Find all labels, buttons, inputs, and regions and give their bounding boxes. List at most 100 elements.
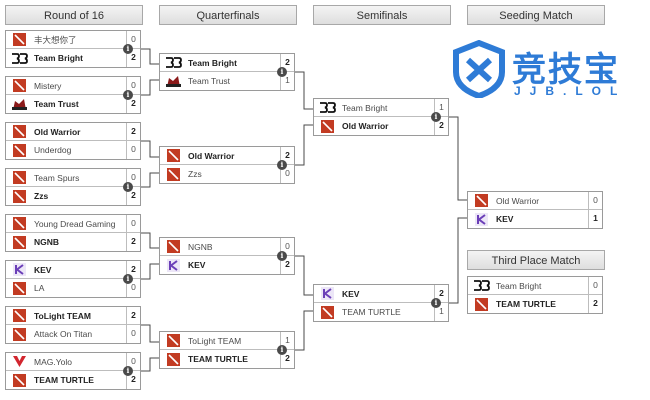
match-qf-1[interactable]: Team Bright 2 Team Trust 1 i xyxy=(159,53,295,91)
team-slot[interactable]: TEAM TURTLE 2 xyxy=(6,371,140,389)
team-slot[interactable]: KEV 2 xyxy=(314,285,448,303)
team-slot[interactable]: Team Trust 2 xyxy=(6,95,140,113)
team-bright-logo-icon xyxy=(165,56,182,69)
team-slot[interactable]: NGNB 2 xyxy=(6,233,140,251)
team-slot[interactable]: Underdog 0 xyxy=(6,141,140,159)
dota-logo-icon xyxy=(473,194,490,207)
team-slot[interactable]: NGNB 0 xyxy=(160,238,294,256)
match-r16-5[interactable]: Young Dread Gaming 0 NGNB 2 xyxy=(5,214,141,252)
team-slot[interactable]: LA 0 xyxy=(6,279,140,297)
match-r16-3[interactable]: Old Warrior 2 Underdog 0 xyxy=(5,122,141,160)
team-slot[interactable]: TEAM TURTLE 1 xyxy=(314,303,448,321)
team-slot[interactable]: Young Dread Gaming 0 xyxy=(6,215,140,233)
team-score: 0 xyxy=(126,141,140,159)
dota-logo-icon xyxy=(11,143,28,157)
match-info-icon[interactable]: i xyxy=(431,298,441,308)
match-sf-1[interactable]: Team Bright 1 Old Warrior 2 i xyxy=(313,98,449,136)
match-third-place[interactable]: Team Bright 0 TEAM TURTLE 2 xyxy=(467,276,603,314)
team-bright-logo-icon xyxy=(473,279,490,292)
team-score: 2 xyxy=(126,187,140,205)
team-slot[interactable]: Zzs 0 xyxy=(160,165,294,183)
match-r16-4[interactable]: Team Spurs 0 Zzs 2 i xyxy=(5,168,141,206)
team-name: Team Bright xyxy=(188,57,237,68)
team-name: Zzs xyxy=(188,169,202,179)
team-name: Old Warrior xyxy=(496,195,540,206)
team-slot[interactable]: Team Bright 2 xyxy=(160,54,294,72)
team-slot[interactable]: Team Spurs 0 xyxy=(6,169,140,187)
team-slot[interactable]: Team Bright 0 xyxy=(468,277,602,295)
team-name: KEV xyxy=(34,264,52,275)
match-info-icon[interactable]: i xyxy=(123,182,133,192)
team-slot[interactable]: Mistery 0 xyxy=(6,77,140,95)
match-info-icon[interactable]: i xyxy=(123,366,133,376)
team-slot[interactable]: TEAM TURTLE 2 xyxy=(160,350,294,368)
team-slot[interactable]: ToLight TEAM 2 xyxy=(6,307,140,325)
team-name: Attack On Titan xyxy=(34,329,93,339)
match-info-icon[interactable]: i xyxy=(277,160,287,170)
dota-logo-icon xyxy=(11,189,28,203)
team-score: 2 xyxy=(126,49,140,67)
team-score: 1 xyxy=(280,332,294,349)
team-score: 2 xyxy=(126,261,140,278)
team-name: Mistery xyxy=(34,80,62,91)
kev-logo-icon xyxy=(165,258,182,272)
team-slot[interactable]: ToLight TEAM 1 xyxy=(160,332,294,350)
match-r16-6[interactable]: KEV 2 LA 0 i xyxy=(5,260,141,298)
team-name: Team Trust xyxy=(34,99,79,109)
match-r16-7[interactable]: ToLight TEAM 2 Attack On Titan 0 xyxy=(5,306,141,344)
match-qf-3[interactable]: NGNB 0 KEV 2 i xyxy=(159,237,295,275)
team-name: Zzs xyxy=(34,191,49,201)
team-slot[interactable]: Old Warrior 2 xyxy=(6,123,140,141)
team-slot[interactable]: KEV 2 xyxy=(160,256,294,274)
team-name: Old Warrior xyxy=(342,121,389,131)
team-slot[interactable]: KEV 1 xyxy=(468,210,602,228)
match-info-icon[interactable]: i xyxy=(431,112,441,122)
team-name: TEAM TURTLE xyxy=(342,307,401,317)
match-info-icon[interactable]: i xyxy=(277,67,287,77)
team-score: 2 xyxy=(126,95,140,113)
match-r16-2[interactable]: Mistery 0 Team Trust 2 i xyxy=(5,76,141,114)
team-name: Team Trust xyxy=(188,76,231,86)
team-slot[interactable]: KEV 2 xyxy=(6,261,140,279)
shield-logo-icon xyxy=(453,39,505,100)
team-score: 0 xyxy=(126,353,140,370)
team-name: Old Warrior xyxy=(188,150,235,161)
match-info-icon[interactable]: i xyxy=(277,345,287,355)
team-slot[interactable]: Zzs 2 xyxy=(6,187,140,205)
match-info-icon[interactable]: i xyxy=(123,90,133,100)
team-slot[interactable]: Team Bright 1 xyxy=(314,99,448,117)
team-slot[interactable]: 丰大想你了 0 xyxy=(6,31,140,49)
team-slot[interactable]: MAG.Yolo 0 xyxy=(6,353,140,371)
team-score: 0 xyxy=(280,165,294,183)
dota-logo-icon xyxy=(319,305,336,319)
dota-logo-icon xyxy=(165,167,182,181)
team-slot[interactable]: Old Warrior 0 xyxy=(468,192,602,210)
team-slot[interactable]: Attack On Titan 0 xyxy=(6,325,140,343)
team-slot[interactable]: Old Warrior 2 xyxy=(160,147,294,165)
match-info-icon[interactable]: i xyxy=(277,251,287,261)
team-slot[interactable]: Team Bright 2 xyxy=(6,49,140,67)
match-r16-8[interactable]: MAG.Yolo 0 TEAM TURTLE 2 i xyxy=(5,352,141,390)
dota-logo-icon xyxy=(11,217,28,230)
kev-logo-icon xyxy=(473,212,490,226)
brand-domain: JJB.LOL xyxy=(514,84,627,98)
match-info-icon[interactable]: i xyxy=(123,44,133,54)
team-name: LA xyxy=(34,283,45,293)
team-slot[interactable]: TEAM TURTLE 2 xyxy=(468,295,602,313)
team-score: 2 xyxy=(126,233,140,251)
team-slot[interactable]: Team Trust 1 xyxy=(160,72,294,90)
team-name: KEV xyxy=(188,260,206,270)
match-r16-1[interactable]: 丰大想你了 0 Team Bright 2 i xyxy=(5,30,141,68)
dota-logo-icon xyxy=(11,373,28,387)
team-score: 2 xyxy=(126,123,140,140)
match-info-icon[interactable]: i xyxy=(123,274,133,284)
match-sf-2[interactable]: KEV 2 TEAM TURTLE 1 i xyxy=(313,284,449,322)
team-score: 0 xyxy=(588,277,602,294)
match-qf-2[interactable]: Old Warrior 2 Zzs 0 i xyxy=(159,146,295,184)
team-name: Team Bright xyxy=(496,280,542,291)
match-qf-4[interactable]: ToLight TEAM 1 TEAM TURTLE 2 i xyxy=(159,331,295,369)
team-slot[interactable]: Old Warrior 2 xyxy=(314,117,448,135)
dota-logo-icon xyxy=(11,171,28,184)
match-seeding[interactable]: Old Warrior 0 KEV 1 xyxy=(467,191,603,229)
team-score: 0 xyxy=(126,325,140,343)
